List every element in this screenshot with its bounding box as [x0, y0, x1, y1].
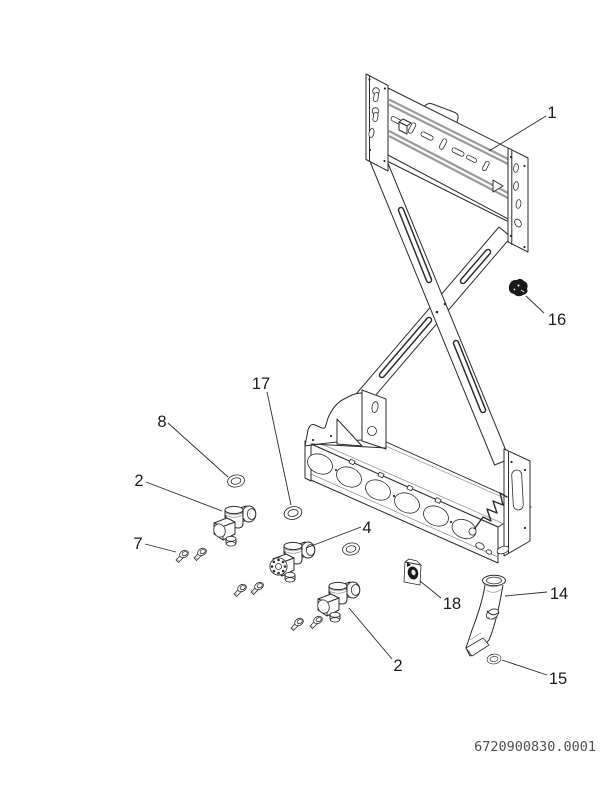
- frame-cross-strut-left: [320, 226, 512, 446]
- callout-4-label: 4: [362, 519, 371, 537]
- callout-17-label: 17: [252, 375, 270, 393]
- callout-8: 8: [157, 413, 229, 478]
- callout-7: 7: [133, 535, 177, 553]
- part-oring-15: [486, 652, 502, 666]
- part-oring-8: [226, 473, 246, 489]
- part-screw-pair-a: [175, 546, 209, 563]
- part-clip-16: [508, 278, 528, 297]
- callout-2-lower: 2: [348, 607, 403, 675]
- part-valve-upper: [211, 505, 257, 547]
- callout-14-label: 14: [550, 585, 568, 603]
- part-bracket-18: [403, 558, 422, 586]
- part-screw-pair-b: [233, 580, 266, 597]
- callouts: 1 16 17 8 2 7 4 18: [133, 104, 568, 688]
- callout-1-label: 1: [547, 104, 556, 122]
- part-valve-4: [269, 541, 316, 583]
- callout-17: 17: [252, 375, 292, 506]
- callout-2-upper: 2: [134, 472, 223, 512]
- part-screw-pair-c: [290, 614, 325, 631]
- callout-16-label: 16: [548, 311, 566, 329]
- part-pipe-14: [465, 574, 506, 657]
- drawing-number: 6720900830.0001: [474, 739, 596, 755]
- part-valve-lower: [315, 581, 361, 623]
- callout-1: 1: [488, 104, 557, 152]
- callout-14: 14: [504, 585, 568, 603]
- callout-2-upper-label: 2: [134, 472, 143, 490]
- frame-top-wall-bar: [365, 73, 529, 253]
- frame-cross-strut-right: [370, 156, 510, 466]
- callout-7-label: 7: [133, 535, 142, 553]
- frame-base-channel: [304, 389, 532, 564]
- callout-18-label: 18: [443, 595, 461, 613]
- callout-15: 15: [501, 659, 567, 688]
- part-oring-seal-4: [341, 541, 361, 557]
- callout-16: 16: [525, 295, 566, 329]
- callout-15-label: 15: [549, 670, 567, 688]
- callout-8-label: 8: [157, 413, 166, 431]
- callout-18: 18: [419, 580, 461, 613]
- callout-2-lower-label: 2: [393, 657, 402, 675]
- callout-4: 4: [305, 519, 372, 549]
- part-oring-17: [282, 504, 304, 522]
